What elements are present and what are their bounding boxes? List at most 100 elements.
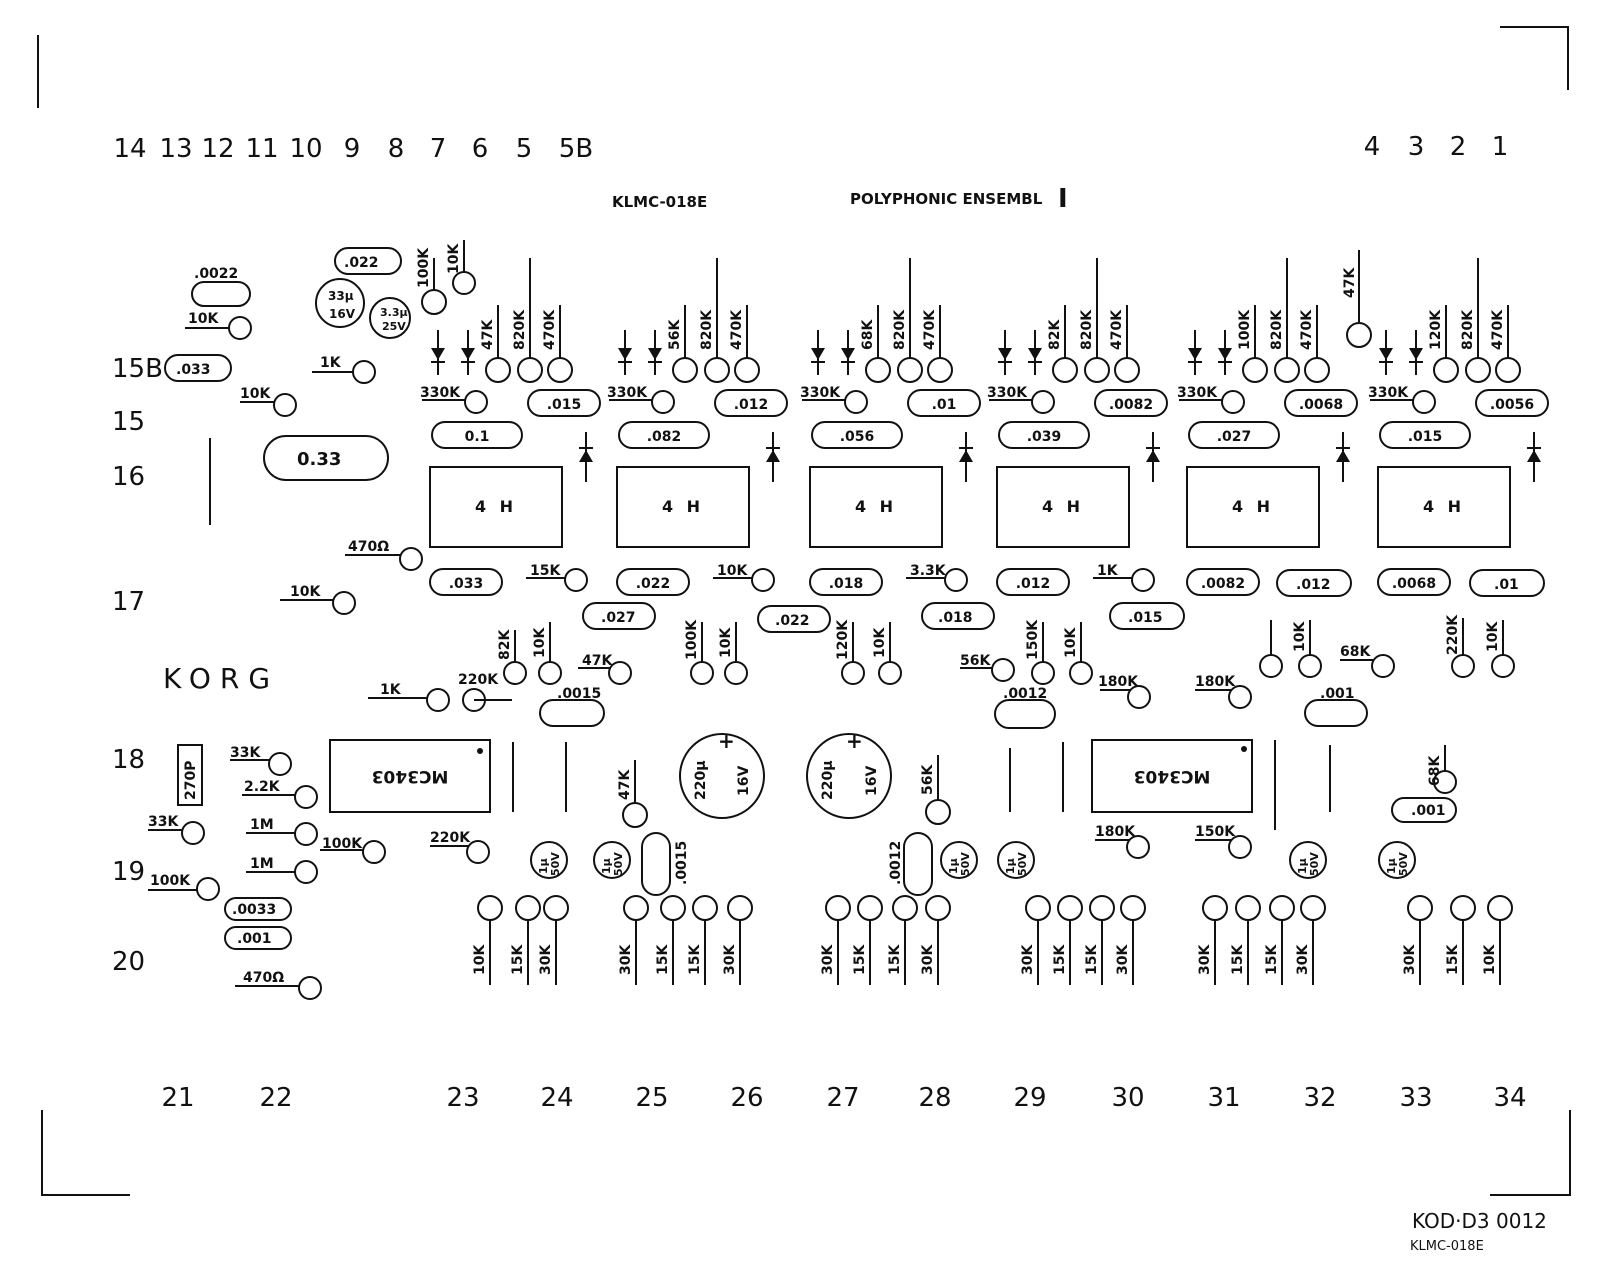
svg-text:47K: 47K — [582, 653, 613, 669]
inductor-4h — [616, 466, 750, 548]
svg-text:.012: .012 — [734, 397, 769, 413]
svg-text:2.2K: 2.2K — [244, 779, 281, 795]
svg-text:10K: 10K — [446, 243, 462, 274]
svg-text:.0015: .0015 — [557, 686, 601, 702]
svg-text:10K: 10K — [532, 627, 548, 658]
crop-marks — [37, 26, 1571, 1196]
svg-text:10K: 10K — [188, 311, 219, 327]
svg-text:4 H: 4 H — [662, 497, 704, 516]
vertical-traces — [512, 740, 1331, 830]
svg-text:.0012: .0012 — [1003, 686, 1047, 702]
svg-text:1M: 1M — [250, 856, 274, 872]
svg-text:4 H: 4 H — [1232, 497, 1274, 516]
svg-text:50V: 50V — [959, 852, 972, 876]
svg-text:100K: 100K — [150, 873, 191, 889]
inductor-4h — [1186, 466, 1320, 548]
svg-text:470K: 470K — [729, 309, 745, 350]
pin-number: 14 — [113, 134, 146, 164]
pin-number: 22 — [259, 1083, 292, 1113]
capacitor-022 — [334, 247, 402, 275]
svg-text:15K: 15K — [1052, 944, 1068, 975]
svg-text:15K: 15K — [687, 944, 703, 975]
pin-number: 10 — [289, 134, 322, 164]
svg-text:.027: .027 — [1217, 429, 1252, 445]
svg-text:470K: 470K — [1299, 309, 1315, 350]
svg-text:10K: 10K — [240, 386, 271, 402]
inductor-4h — [429, 466, 563, 548]
svg-text:1μ: 1μ — [947, 858, 960, 874]
svg-text:1μ: 1μ — [537, 858, 550, 874]
svg-text:220K: 220K — [458, 672, 499, 688]
svg-text:.0012: .0012 — [888, 841, 904, 885]
svg-text:30K: 30K — [1115, 944, 1131, 975]
svg-text:330K: 330K — [987, 385, 1028, 401]
svg-text:1K: 1K — [320, 355, 342, 371]
svg-text:3.3K: 3.3K — [910, 563, 947, 579]
capacitor-1u — [1378, 841, 1416, 879]
capacitor-033-large — [263, 435, 389, 481]
svg-text:.0015: .0015 — [674, 841, 690, 885]
svg-text:30K: 30K — [1020, 944, 1036, 975]
pin-number: 16 — [112, 462, 145, 492]
svg-text:1μ: 1μ — [600, 858, 613, 874]
capacitor-1u — [593, 841, 631, 879]
svg-text:.022: .022 — [636, 576, 671, 592]
svg-text:68K: 68K — [860, 319, 876, 350]
svg-text:820K: 820K — [1460, 309, 1476, 350]
svg-text:100K: 100K — [684, 619, 700, 660]
board-name-numeral: I — [1058, 184, 1068, 214]
pin-number: 30 — [1111, 1083, 1144, 1113]
pin-number: 15 — [112, 407, 145, 437]
svg-text:.01: .01 — [932, 397, 957, 413]
svg-text:50V: 50V — [549, 852, 562, 876]
svg-text:50V: 50V — [612, 852, 625, 876]
svg-text:10K: 10K — [717, 563, 748, 579]
pin-number: 3 — [1408, 132, 1425, 162]
svg-text:16V: 16V — [736, 766, 752, 796]
pin-number: 31 — [1207, 1083, 1240, 1113]
svg-text:15K: 15K — [530, 563, 561, 579]
svg-text:4 H: 4 H — [855, 497, 897, 516]
svg-text:25V: 25V — [382, 320, 406, 333]
svg-text:.001: .001 — [1320, 686, 1355, 702]
pin-number: 32 — [1303, 1083, 1336, 1113]
capacitor-0022 — [191, 281, 251, 307]
svg-text:330K: 330K — [1177, 385, 1218, 401]
op-amp-ic-left: MC3403 — [329, 739, 491, 813]
svg-text:30K: 30K — [1295, 944, 1311, 975]
svg-text:120K: 120K — [1428, 309, 1444, 350]
svg-text:MC3403: MC3403 — [372, 766, 449, 786]
pin-number: 6 — [472, 134, 489, 164]
svg-text:330K: 330K — [1368, 385, 1409, 401]
svg-text:56K: 56K — [960, 653, 991, 669]
svg-text:.001: .001 — [237, 931, 272, 947]
pin-number: 18 — [112, 745, 145, 775]
svg-text:68K: 68K — [1427, 755, 1443, 786]
svg-text:10K: 10K — [718, 627, 734, 658]
svg-text:.0082: .0082 — [1109, 397, 1153, 413]
svg-text:10K: 10K — [1482, 944, 1498, 975]
svg-text:50V: 50V — [1308, 852, 1321, 876]
pin-number: 33 — [1399, 1083, 1432, 1113]
svg-text:.0033: .0033 — [232, 902, 276, 918]
pin-number: 5 — [516, 134, 533, 164]
board-code-title: KLMC-018E — [612, 193, 707, 211]
svg-text:820K: 820K — [1269, 309, 1285, 350]
svg-text:220K: 220K — [1445, 614, 1461, 655]
svg-text:16V: 16V — [864, 766, 880, 796]
svg-text:220μ: 220μ — [820, 760, 836, 800]
svg-text:10K: 10K — [472, 944, 488, 975]
svg-text:.018: .018 — [829, 576, 864, 592]
svg-text:820K: 820K — [1079, 309, 1095, 350]
svg-text:.0068: .0068 — [1392, 576, 1436, 592]
svg-text:82K: 82K — [1047, 319, 1063, 350]
svg-text:.015: .015 — [1128, 610, 1163, 626]
svg-text:180K: 180K — [1095, 824, 1136, 840]
capacitor-1u — [940, 841, 978, 879]
